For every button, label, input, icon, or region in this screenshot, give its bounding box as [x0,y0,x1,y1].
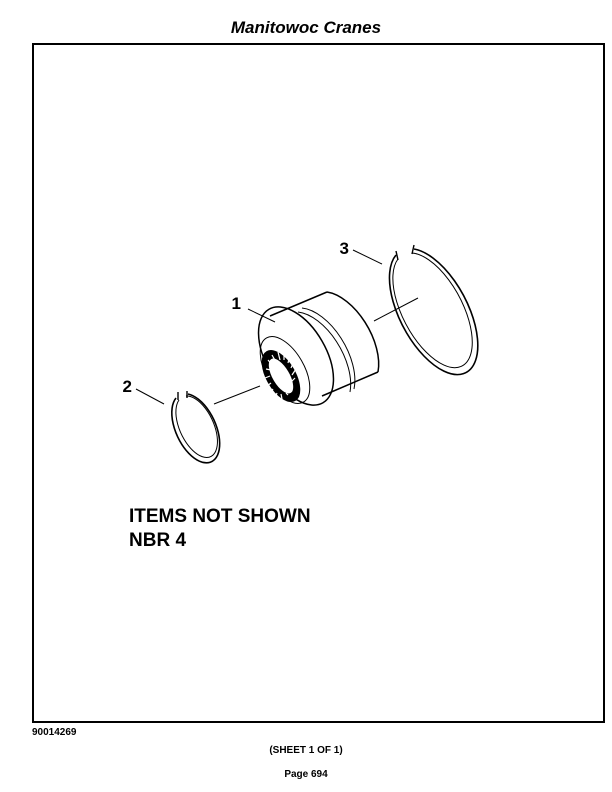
coupling-part [257,291,380,406]
callout-2: 2 [123,377,132,396]
drawing-frame: 1 2 3 ITEMS NOT SHOWN NBR 4 [32,43,605,723]
parts-diagram: 1 2 3 [123,239,479,464]
drawing-number: 90014269 [32,727,77,738]
small-retaining-ring [171,391,221,464]
page-header-title: Manitowoc Cranes [230,18,382,37]
sheet-label: (SHEET 1 OF 1) [269,745,343,756]
assembly-centerline [213,297,419,405]
note-line-1: ITEMS NOT SHOWN [129,506,311,527]
leader-lines [135,249,383,405]
items-not-shown-note: ITEMS NOT SHOWN NBR 4 [129,505,311,553]
note-line-2: NBR 4 [129,530,187,551]
large-retaining-ring [388,244,479,376]
page-number: Page 694 [284,769,328,780]
callout-3: 3 [340,239,349,258]
callout-1: 1 [232,294,241,313]
